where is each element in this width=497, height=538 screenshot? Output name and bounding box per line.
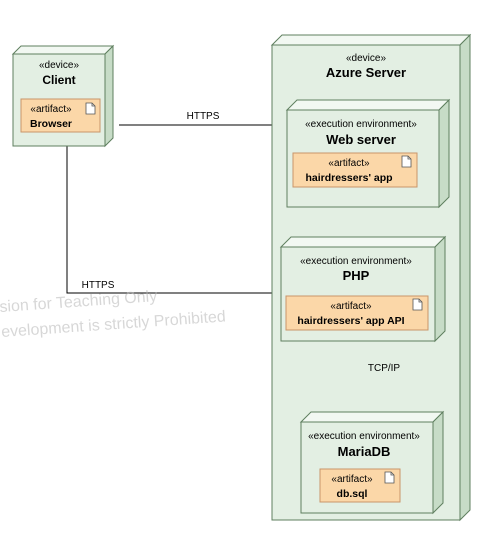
artifact-icon [384, 471, 395, 484]
mariadb-stereotype: «execution environment» [308, 431, 420, 442]
mariadb-name: MariaDB [338, 444, 391, 459]
connector-label-https-web: HTTPS [187, 111, 220, 122]
db-sql-stereotype: «artifact» [331, 474, 373, 485]
hairdressers-app-name: hairdressers' app [305, 172, 392, 184]
artifact-icon [401, 155, 412, 168]
hairdressers-app-stereotype: «artifact» [328, 158, 370, 169]
connector-client-php [66, 146, 281, 294]
browser-stereotype: «artifact» [30, 104, 72, 115]
api-name: hairdressers' app API [297, 315, 404, 327]
client-name: Client [42, 73, 75, 87]
azure-server-stereotype: «device» [346, 53, 386, 64]
php-node[interactable]: «execution environment» PHP «artifact» h… [279, 235, 447, 343]
client-stereotype: «device» [39, 60, 79, 71]
artifact-browser[interactable]: «artifact» Browser [20, 98, 101, 133]
artifact-icon [412, 298, 423, 311]
webserver-node[interactable]: «execution environment» Web server «arti… [285, 98, 451, 209]
azure-server-name: Azure Server [326, 65, 406, 80]
webserver-name: Web server [326, 132, 396, 147]
mariadb-node[interactable]: «execution environment» MariaDB «artifac… [299, 410, 445, 515]
artifact-db-sql[interactable]: «artifact» db.sql [319, 468, 401, 503]
artifact-icon [85, 102, 96, 115]
db-sql-name: db.sql [337, 488, 368, 500]
connector-label-https-php: HTTPS [82, 280, 115, 291]
client-node[interactable]: «device» Client «artifact» Browser [11, 44, 115, 148]
php-name: PHP [343, 268, 370, 283]
api-stereotype: «artifact» [330, 301, 372, 312]
webserver-stereotype: «execution environment» [305, 119, 417, 130]
php-stereotype: «execution environment» [300, 256, 412, 267]
connector-label-tcpip: TCP/IP [368, 363, 401, 374]
browser-name: Browser [30, 118, 72, 130]
artifact-hairdressers-app-api[interactable]: «artifact» hairdressers' app API [285, 295, 429, 331]
watermark-line-1: sion for Teaching Only [0, 288, 158, 316]
watermark: sion for Teaching Only evelopment is str… [0, 288, 226, 341]
artifact-hairdressers-app[interactable]: «artifact» hairdressers' app [292, 152, 418, 188]
